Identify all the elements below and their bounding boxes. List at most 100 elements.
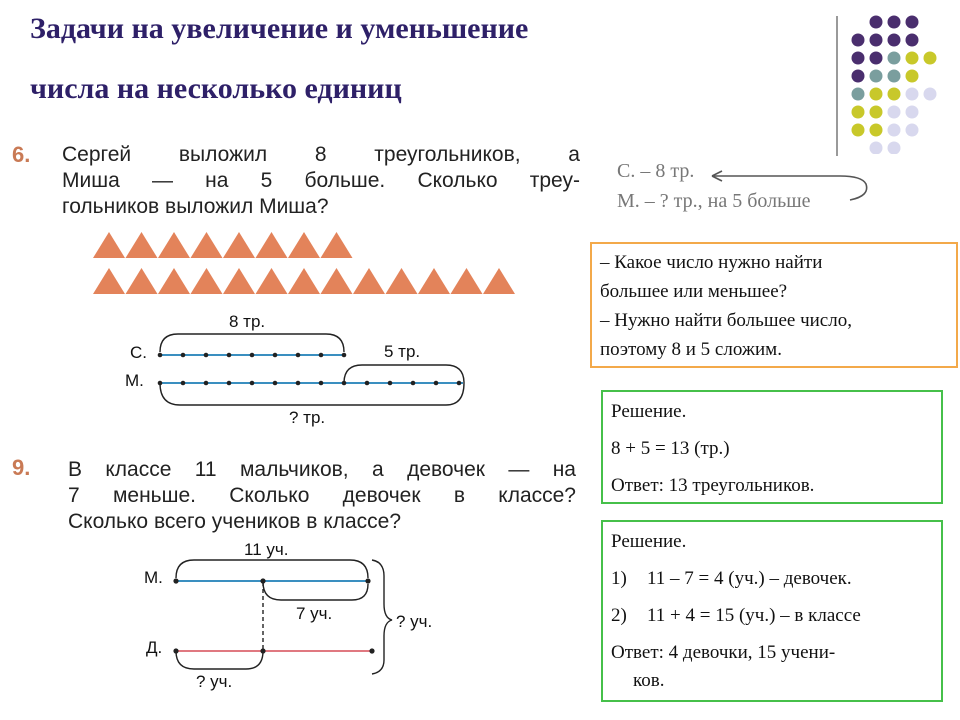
decor-dot — [887, 105, 901, 119]
decor-dot — [851, 123, 865, 137]
triangle — [93, 232, 125, 258]
decor-dot — [869, 33, 883, 47]
decor-dot — [905, 69, 919, 83]
point — [410, 380, 416, 386]
point — [180, 380, 186, 386]
label-m: М. — [125, 371, 144, 390]
decor-dot — [905, 33, 919, 47]
triangle — [158, 268, 190, 294]
decor-dot — [905, 15, 919, 29]
point — [318, 380, 324, 386]
page-title-line1: Задачи на увеличение и уменьшение — [30, 12, 529, 45]
point — [295, 380, 301, 386]
question-line: – Нужно найти большее число, — [600, 310, 852, 331]
decor-dot — [869, 69, 883, 83]
label-7uch: 7 уч. — [296, 604, 333, 623]
decor-dot — [887, 123, 901, 137]
brace-top-11 — [175, 559, 369, 579]
decor-dot — [905, 105, 919, 119]
decor-dot — [851, 51, 865, 65]
triangles-row-sergey — [93, 232, 353, 258]
question-line: – Какое число нужно найти — [600, 252, 823, 273]
problem6-line: Сергей выложил 8 треугольников, а — [62, 143, 580, 166]
solution2-step: 2)11 + 4 = 15 (уч.) – в классе — [611, 602, 933, 630]
problem9-number: 9. — [12, 455, 31, 480]
problem6-line: Миша — на 5 больше. Сколько треу- — [62, 169, 580, 192]
decor-dot — [851, 105, 865, 119]
decor-dot — [851, 33, 865, 47]
point — [364, 380, 370, 386]
solution1-box: Решение. 8 + 5 = 13 (тр.) Ответ: 13 треу… — [601, 390, 943, 504]
point — [369, 648, 375, 654]
label-11uch: 11 уч. — [244, 540, 289, 559]
point — [226, 352, 232, 358]
decor-dot — [851, 69, 865, 83]
triangle — [385, 268, 418, 294]
brace-bottom-total — [159, 382, 465, 406]
triangle — [288, 232, 320, 258]
point — [157, 352, 163, 358]
problem9-segment-diagram — [175, 559, 393, 675]
decor-dot — [869, 51, 883, 65]
label-m9: М. — [144, 568, 163, 587]
question-box: – Какое число нужно найти большее или ме… — [590, 242, 958, 368]
label-s: С. — [130, 343, 147, 362]
decor-dot — [887, 33, 901, 47]
decor-dot — [887, 15, 901, 29]
problem9-text: В классе 11 мальчиков, а девочек — на 7 … — [68, 457, 576, 535]
point — [249, 352, 255, 358]
decor-dot — [887, 87, 901, 101]
point — [387, 380, 393, 386]
problem6-line: гольников выложил Миша? — [62, 195, 329, 218]
point — [272, 380, 278, 386]
triangle — [255, 268, 288, 294]
note-line1: С. – 8 тр. — [617, 160, 695, 182]
solution2-answer-cont: ков. — [633, 670, 665, 691]
point — [203, 380, 209, 386]
decor-dot — [869, 123, 883, 137]
triangle — [93, 268, 125, 294]
point — [226, 380, 232, 386]
note-arrow — [712, 175, 868, 201]
decor-dot — [905, 87, 919, 101]
point — [260, 648, 266, 654]
triangle — [255, 232, 288, 258]
triangles-row-misha — [93, 268, 515, 294]
brace-bottom-girls — [175, 650, 264, 670]
decor-dot — [887, 141, 901, 154]
brace-diff-5 — [343, 364, 465, 384]
question-line: большее или меньшее? — [600, 281, 788, 302]
point — [318, 352, 324, 358]
brace-top-8 — [159, 333, 345, 353]
point — [295, 352, 301, 358]
decor-dot — [869, 87, 883, 101]
triangle — [483, 268, 515, 294]
decor-dot — [869, 141, 883, 154]
question-line: поэтому 8 и 5 сложим. — [600, 339, 782, 360]
decor-dot — [905, 123, 919, 137]
label-total-uch: ? уч. — [396, 612, 433, 631]
point — [173, 648, 179, 654]
brace-right-total — [371, 559, 393, 675]
triangle — [288, 268, 320, 294]
point — [203, 352, 209, 358]
point — [249, 380, 255, 386]
problem6-text: Сергей выложил 8 треугольников, а Миша —… — [62, 142, 580, 220]
problem6-number: 6. — [12, 142, 31, 167]
label-d9: Д. — [146, 638, 163, 657]
triangle — [158, 232, 190, 258]
decor-dot — [869, 105, 883, 119]
triangle — [190, 232, 223, 258]
point — [433, 380, 439, 386]
point — [341, 352, 347, 358]
point — [272, 352, 278, 358]
decor-dot — [923, 51, 937, 65]
point — [341, 380, 347, 386]
triangle — [320, 268, 353, 294]
brace-diff-7 — [262, 581, 369, 601]
decor-divider — [836, 16, 838, 156]
decor-dot — [851, 87, 865, 101]
note-line2: М. – ? тр., на 5 больше — [617, 190, 811, 212]
note-arrow-head — [711, 170, 723, 182]
solution1-equation: 8 + 5 = 13 (тр.) — [611, 438, 730, 459]
